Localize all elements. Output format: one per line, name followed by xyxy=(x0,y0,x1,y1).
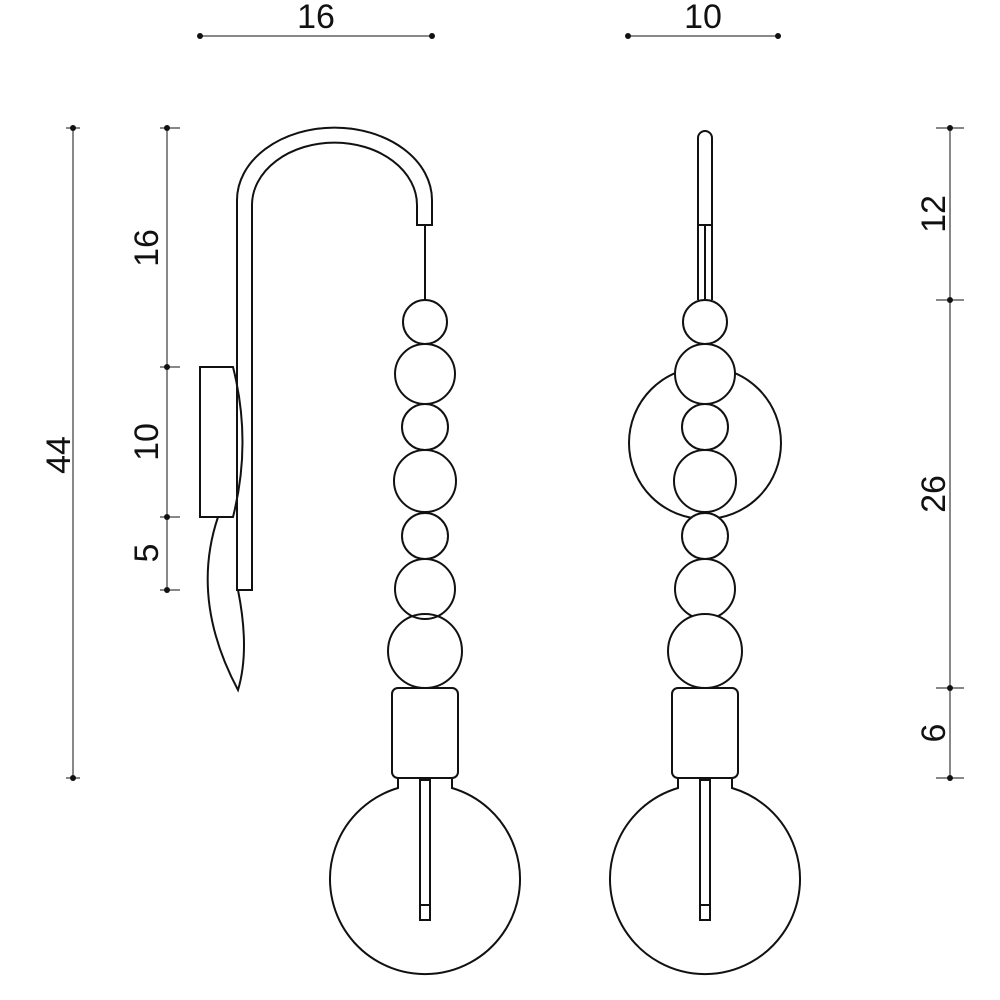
bulb xyxy=(609,778,801,975)
dimension-label: 5 xyxy=(128,544,166,563)
dimension-label: 6 xyxy=(915,724,953,743)
socket xyxy=(391,687,459,779)
dimension-label: 16 xyxy=(128,229,166,267)
bulb-filament xyxy=(699,779,711,921)
side-view xyxy=(199,126,521,975)
wall-plate xyxy=(199,366,244,518)
dimension-label: 44 xyxy=(40,436,78,474)
beads xyxy=(667,299,743,689)
dimension-label: 12 xyxy=(915,195,953,233)
dimension-front-width: 10 xyxy=(625,0,781,39)
dimension-label: 10 xyxy=(128,423,166,461)
leaf-ornament xyxy=(206,516,245,693)
hook-arm xyxy=(236,126,433,591)
dimension-label: 10 xyxy=(684,0,722,36)
dimension-label: 16 xyxy=(297,0,335,36)
beads xyxy=(387,299,463,689)
dimension-label: 26 xyxy=(915,475,953,513)
dimension-side-segments: 16 10 5 xyxy=(128,125,180,593)
bulb xyxy=(329,778,521,975)
dimension-total-height: 44 xyxy=(40,125,80,781)
bulb-filament xyxy=(419,779,431,921)
hook-rod xyxy=(697,130,713,300)
socket xyxy=(671,687,739,779)
dimension-front-segments: 12 26 6 xyxy=(915,125,964,781)
dimension-side-width: 16 xyxy=(197,0,435,39)
front-view xyxy=(609,130,801,975)
